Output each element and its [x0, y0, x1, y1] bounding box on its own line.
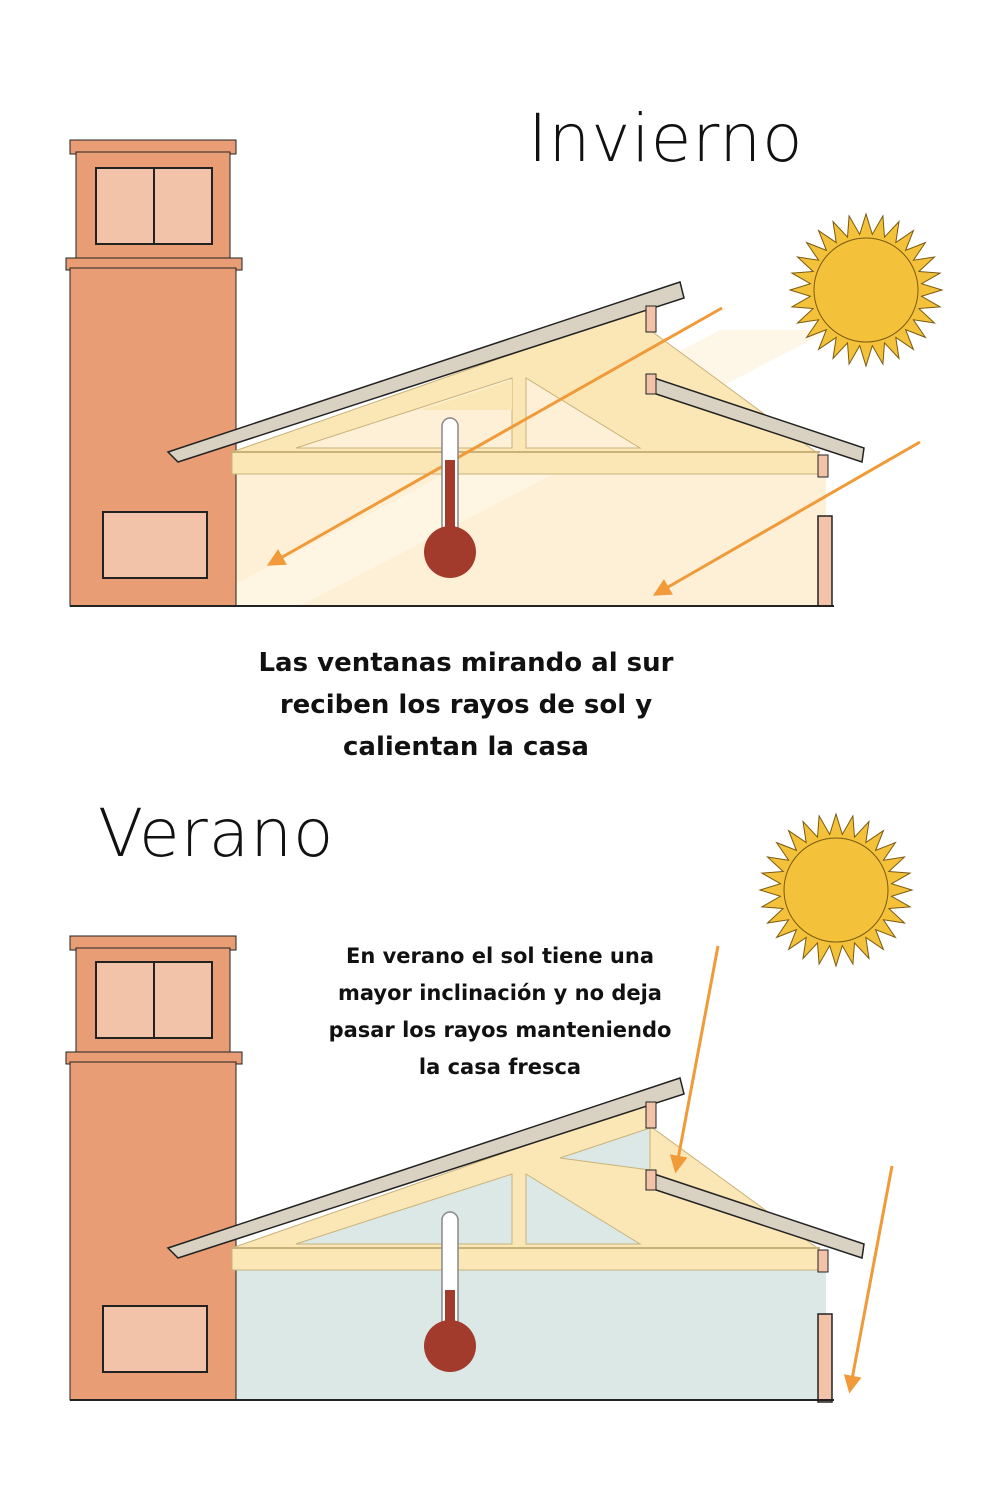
summer-south-window: [817, 1313, 833, 1403]
summer-main-roof: [166, 1077, 685, 1259]
summer-caption-line: mayor inclinación y no deja: [338, 981, 662, 1005]
summer-tower: [65, 935, 243, 1401]
winter-title: Invierno: [528, 100, 804, 177]
sun-ray-arrow-icon: [652, 440, 921, 596]
summer-interior: [234, 1266, 826, 1400]
summer-caption-line: En verano el sol tiene una: [346, 944, 654, 968]
summer-caption-line: pasar los rayos manteniendo: [328, 1018, 672, 1042]
sun-ray-arrow-icon: [843, 1165, 894, 1394]
winter-house-diagram: [65, 139, 944, 607]
winter-caption-line: calientan la casa: [343, 732, 589, 762]
winter-caption-line: Las ventanas mirando al sur: [258, 648, 674, 678]
sun-ray-arrow-icon: [266, 306, 723, 566]
sun-ray-arrow-icon: [669, 945, 720, 1174]
winter-caption: Las ventanas mirando al sur reciben los …: [216, 642, 716, 768]
winter-main-roof: [166, 281, 685, 463]
thermometer-icon: [424, 417, 476, 578]
thermometer-icon: [424, 1211, 476, 1372]
sun-icon: [758, 812, 914, 968]
summer-roof-truss: [231, 1101, 821, 1271]
summer-title: Verano: [98, 795, 335, 872]
summer-caption: En verano el sol tiene una mayor inclina…: [290, 938, 710, 1086]
sun-icon: [788, 212, 944, 368]
winter-tower: [65, 139, 243, 607]
winter-caption-line: reciben los rayos de sol y: [279, 690, 653, 720]
summer-caption-line: la casa fresca: [418, 1055, 582, 1079]
